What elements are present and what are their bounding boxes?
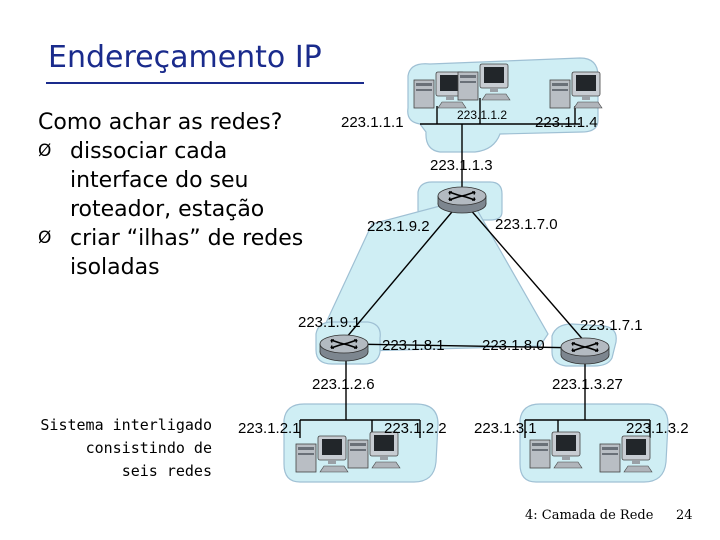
ip-label: 223.1.2.6 — [312, 376, 375, 393]
ip-label: 223.1.7.0 — [495, 216, 558, 233]
bullet-line: isoladas — [70, 255, 160, 280]
caption-line: consistindo de — [85, 439, 212, 457]
network-island — [519, 403, 669, 483]
ip-label: 223.1.9.2 — [367, 218, 430, 235]
bullet-line: dissociar cada — [70, 139, 228, 164]
bullet-item: Ø criar “ilhas” de redes isoladas — [38, 224, 368, 282]
bullet-line: roteador, estação — [70, 197, 265, 222]
router-icon — [560, 337, 610, 365]
ip-label: 223.1.7.1 — [580, 317, 643, 334]
bullet-line: interface do seu — [70, 168, 249, 193]
ip-label: 223.1.8.0 — [482, 337, 545, 354]
arrow-bullet-icon: Ø — [38, 141, 52, 161]
caption-line: seis redes — [121, 462, 212, 480]
ip-label: 223.1.1.2 — [457, 108, 507, 122]
ip-label: 223.1.3.1 — [474, 420, 537, 437]
ip-label: 223.1.9.1 — [298, 314, 361, 331]
slide-body: Como achar as redes? Ø dissociar cada in… — [38, 108, 368, 282]
ip-label: 223.1.2.2 — [384, 420, 447, 437]
ip-label: 223.1.3.2 — [626, 420, 689, 437]
diagram-caption: Sistema interligado consistindo de seis … — [28, 414, 212, 483]
ip-label: 223.1.3.27 — [552, 376, 623, 393]
bullet-line: criar “ilhas” de redes — [70, 226, 304, 251]
title-underline — [46, 82, 364, 84]
slide-footer: 4: Camada de Rede — [525, 508, 654, 523]
slide-title: Endereçamento IP — [48, 40, 322, 75]
router-icon — [319, 334, 369, 362]
ip-label: 223.1.1.3 — [430, 157, 493, 174]
caption-line: Sistema interligado — [40, 416, 212, 434]
router-icon — [437, 186, 487, 214]
ip-label: 223.1.2.1 — [238, 420, 301, 437]
arrow-bullet-icon: Ø — [38, 228, 52, 248]
page-number: 24 — [676, 508, 693, 523]
ip-label: 223.1.1.4 — [535, 114, 598, 131]
ip-label: 223.1.1.1 — [341, 114, 404, 131]
ip-label: 223.1.8.1 — [382, 337, 445, 354]
question-text: Como achar as redes? — [38, 110, 283, 135]
bullet-item: Ø dissociar cada interface do seu rotead… — [38, 137, 368, 224]
